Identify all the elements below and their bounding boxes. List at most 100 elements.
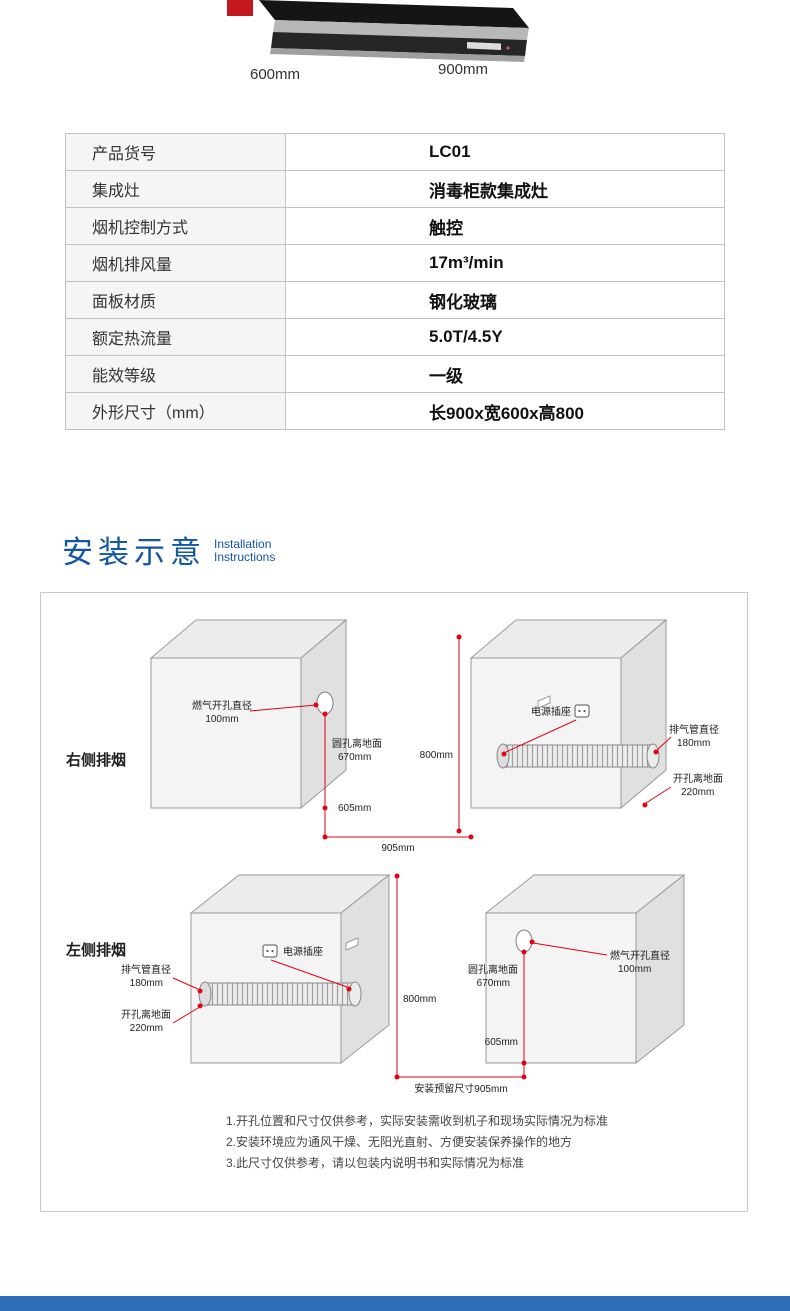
socket-pin <box>266 949 269 953</box>
spec-value-cell: 17m³/min <box>285 244 725 282</box>
spec-label-cell: 额定热流量 <box>65 318 286 356</box>
socket-body <box>574 704 590 718</box>
installation-notes: 1.开孔位置和尺寸仅供参考，实际安装需收到机子和现场实际情况为标准 2.安装环境… <box>226 1111 608 1174</box>
table-row: 集成灶 消毒柜款集成灶 <box>65 170 725 208</box>
exhaust-duct-end <box>646 743 660 769</box>
dimension-dot <box>394 873 400 879</box>
gas-pipe-hole <box>515 929 533 953</box>
cabinet-face <box>470 657 622 809</box>
hole-floor-label: 开孔离地面 <box>673 772 723 785</box>
gas-hole-label: 燃气开孔直径 <box>610 949 670 962</box>
wall-slot <box>537 695 551 709</box>
circle-floor-value: 670mm <box>477 978 510 989</box>
section-title-en-line2: Instructions <box>214 550 276 564</box>
section-title-installation: 安装示意 Installation Instructions <box>62 527 275 571</box>
dimension-dot <box>501 751 507 757</box>
exhaust-duct <box>502 744 654 768</box>
hole-floor-value: 220mm <box>130 1023 163 1034</box>
table-row: 烟机控制方式 触控 <box>65 207 725 245</box>
dimension-dot <box>456 828 462 834</box>
gas-hole-value: 100mm <box>618 964 651 975</box>
dimension-leader <box>270 959 348 988</box>
dimension-dot <box>653 749 659 755</box>
spec-label-cell: 产品货号 <box>65 133 286 171</box>
dim-605-label: 605mm <box>338 803 371 814</box>
dimension-dot <box>521 1060 527 1066</box>
note-line: 3.此尺寸仅供参考，请以包装内说明书和实际情况为标准 <box>226 1156 525 1170</box>
dimension-dot <box>322 711 328 717</box>
hole-floor-label: 开孔离地面 <box>121 1008 171 1021</box>
exhaust-duct-end <box>348 981 362 1007</box>
dim-605-label: 605mm <box>485 1037 518 1048</box>
dimension-dot <box>529 939 535 945</box>
product-figure <box>215 0 545 95</box>
stove-steel-band <box>273 20 529 40</box>
spec-value-cell: 触控 <box>285 207 725 245</box>
table-row: 能效等级 一级 <box>65 355 725 393</box>
reserved-size-label: 安装预留尺寸905mm <box>414 1082 507 1095</box>
dimension-dot <box>313 702 319 708</box>
dimension-dot <box>322 834 328 840</box>
cabinet-face <box>150 657 302 809</box>
dimension-leader <box>172 977 199 990</box>
note-line: 1.开孔位置和尺寸仅供参考，实际安装需收到机子和现场实际情况为标准 <box>226 1114 609 1128</box>
dimension-leader <box>172 1007 199 1024</box>
table-row: 外形尺寸（mm） 长900x宽600x高800 <box>65 392 725 430</box>
spec-label-cell: 面板材质 <box>65 281 286 319</box>
dimension-dot <box>322 805 328 811</box>
dimension-leader <box>532 942 608 956</box>
hole-floor-value: 220mm <box>681 787 714 798</box>
power-socket-label: 电源插座 <box>283 945 323 958</box>
section-title-cn: 安装示意 <box>62 535 206 570</box>
cabinet-right-exhaust-gas <box>149 618 348 810</box>
dimension-dot <box>642 802 648 808</box>
spec-value-cell: 钢化玻璃 <box>285 281 725 319</box>
table-row: 烟机排风量 17m³/min <box>65 244 725 282</box>
cabinet-left-exhaust-gas <box>484 873 686 1065</box>
duct-diameter-label: 排气管直径 <box>121 963 171 976</box>
dimension-width-label: 900mm <box>438 61 489 78</box>
socket-body <box>262 944 278 958</box>
spec-value-cell: 一级 <box>285 355 725 393</box>
socket-pin <box>583 709 586 713</box>
stove-front-glass <box>271 32 527 56</box>
exhaust-duct-end <box>198 981 212 1007</box>
socket-pin <box>578 709 581 713</box>
cabinet-left-exhaust-duct <box>189 873 391 1065</box>
gas-hole-value: 100mm <box>205 714 238 725</box>
dimension-leader <box>645 786 672 804</box>
dimension-dot <box>456 634 462 640</box>
stove-top-panel <box>259 0 529 28</box>
spec-label-cell: 集成灶 <box>65 170 286 208</box>
installation-diagram: 右侧排烟 燃气开孔直径 100mm 圆孔离地面 670mm 605mm 905m… <box>65 618 723 1095</box>
dimension-dot <box>521 949 527 955</box>
dim-800-label: 800mm <box>403 994 436 1005</box>
power-socket-icon <box>262 944 278 958</box>
control-display <box>467 42 501 50</box>
circle-floor-label: 圆孔离地面 <box>332 737 382 750</box>
dimension-dot <box>197 988 203 994</box>
footer-accent-bar <box>0 1296 790 1311</box>
section-title-en: Installation Instructions <box>214 538 275 564</box>
duct-diameter-label: 排气管直径 <box>669 723 719 736</box>
spec-label-cell: 外形尺寸（mm） <box>65 392 286 430</box>
table-row: 面板材质 钢化玻璃 <box>65 281 725 319</box>
spec-table: 产品货号 LC01 集成灶 消毒柜款集成灶 烟机控制方式 触控 烟机排风量 17… <box>65 133 725 430</box>
dimension-depth-label: 600mm <box>250 66 301 83</box>
spec-value-cell: LC01 <box>285 133 725 171</box>
right-exhaust-label: 右侧排烟 <box>66 751 126 769</box>
power-socket-icon <box>574 704 590 718</box>
dim-905-label: 905mm <box>381 843 414 854</box>
table-row: 产品货号 LC01 <box>65 133 725 171</box>
dimension-dot <box>468 834 474 840</box>
dimension-dot <box>346 986 352 992</box>
spec-value-cell: 5.0T/4.5Y <box>285 318 725 356</box>
spec-value-cell: 长900x宽600x高800 <box>285 392 725 430</box>
note-line: 2.安装环境应为通风干燥、无阳光直射、方便安装保养操作的地方 <box>226 1135 573 1149</box>
stove-bottom-edge <box>270 48 525 62</box>
dim-800-label: 800mm <box>420 750 453 761</box>
dimension-dot <box>197 1003 203 1009</box>
dimension-leader <box>656 736 672 751</box>
dimension-leader <box>505 719 577 753</box>
spec-label-cell: 烟机控制方式 <box>65 207 286 245</box>
